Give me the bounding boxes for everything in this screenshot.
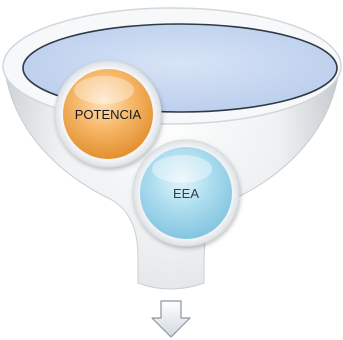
potencia-label: POTENCIA [75, 107, 142, 122]
eea-label: EEA [173, 186, 199, 201]
potencia-highlight [74, 76, 134, 104]
eea-bubble [132, 139, 240, 247]
potencia-bubble [54, 60, 162, 168]
arrow-down-icon [151, 300, 191, 338]
eea-highlight [152, 155, 212, 183]
